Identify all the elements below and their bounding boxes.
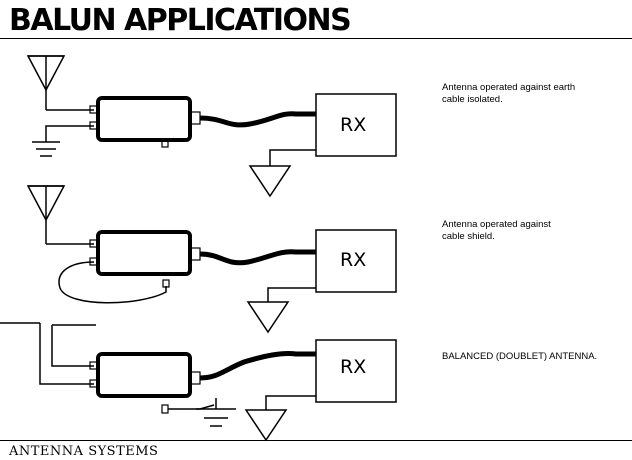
coax-cable	[199, 249, 316, 266]
balun-box	[96, 96, 192, 142]
balun-terminal	[89, 105, 99, 114]
footer-text: ANTENNA SYSTEMS	[9, 444, 159, 459]
balun-terminal	[89, 257, 99, 266]
receiver-label: RX	[340, 114, 366, 136]
receiver-ground-wire	[265, 395, 316, 410]
receiver-label: RX	[340, 356, 366, 378]
balun-ground-stud	[161, 139, 169, 148]
title-divider	[0, 38, 632, 39]
diagram-1: RX	[26, 55, 397, 198]
receiver-box	[315, 339, 397, 403]
coax-cable	[199, 111, 316, 128]
antenna-icon	[26, 55, 66, 110]
receiver-box	[315, 229, 397, 293]
diagram-3: RX	[0, 322, 397, 442]
footer-divider	[0, 440, 632, 441]
balun-ground-stud	[162, 279, 170, 288]
page-title: BALUN APPLICATIONS	[9, 3, 352, 38]
diagram-3-caption: BALANCED (DOUBLET) ANTENNA.	[442, 351, 598, 362]
balun-terminal	[89, 121, 99, 130]
earth-ground-icon	[196, 398, 236, 427]
balun-terminal	[89, 239, 99, 248]
shield-loop-wire	[58, 261, 167, 304]
earth-ground-icon	[32, 141, 60, 157]
receiver-ground-wire	[269, 149, 316, 166]
balun-ground-stud	[161, 404, 169, 414]
balun-box	[96, 230, 192, 276]
diagram-1-caption: Antenna operated against earth cable iso…	[442, 82, 576, 105]
antenna-icon	[26, 185, 66, 244]
doublet-antenna-icon	[0, 322, 96, 385]
ground-triangle-icon	[244, 409, 288, 442]
diagram-2: RX	[26, 185, 397, 334]
coax-cable	[199, 351, 316, 381]
receiver-label: RX	[340, 249, 366, 271]
earth-wire	[45, 125, 94, 142]
receiver-box	[315, 93, 397, 157]
ground-triangle-icon	[246, 301, 290, 334]
receiver-ground-wire	[267, 287, 316, 302]
balun-box	[96, 352, 192, 398]
balun-terminal	[89, 361, 99, 370]
ground-triangle-icon	[248, 165, 292, 198]
diagram-2-caption: Antenna operated against cable shield.	[442, 219, 551, 242]
balun-terminal	[89, 379, 99, 388]
